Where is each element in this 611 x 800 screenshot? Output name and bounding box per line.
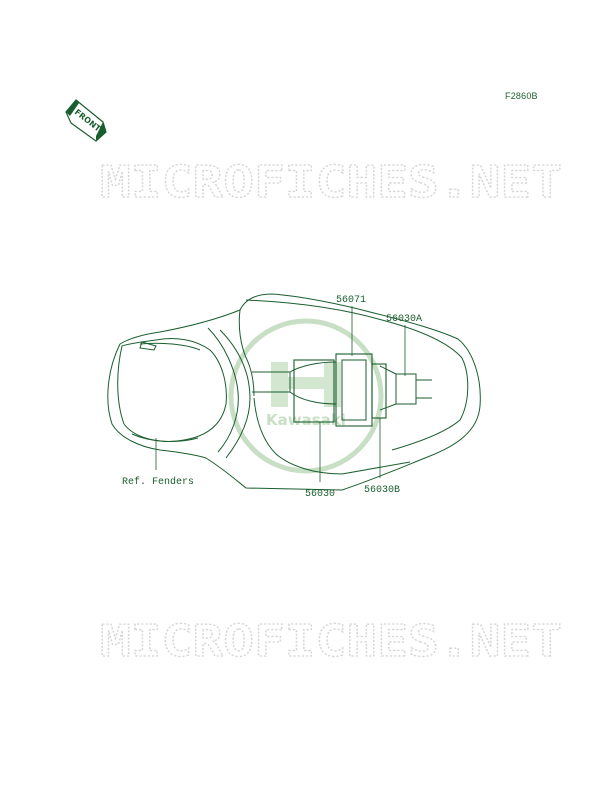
front-arrow-icon: FRONT	[65, 99, 107, 142]
watermark-top: MICROFICHES.NET	[100, 157, 562, 208]
callout-56030: 56030	[305, 489, 335, 500]
callout-56071: 56071	[336, 295, 366, 306]
ref-fenders-label: Ref. Fenders	[122, 476, 194, 488]
rear-fender-outline	[107, 293, 481, 491]
callout-56030b: 56030B	[364, 485, 400, 496]
svg-text:Kawasaki: Kawasaki	[266, 411, 346, 429]
figure-code: F2860B	[505, 91, 538, 101]
leader-lines	[155, 306, 406, 482]
watermark-bottom: MICROFICHES.NET	[100, 616, 562, 667]
callout-56030a: 56030A	[386, 314, 422, 325]
kawasaki-logo: Kawasaki	[228, 318, 384, 474]
